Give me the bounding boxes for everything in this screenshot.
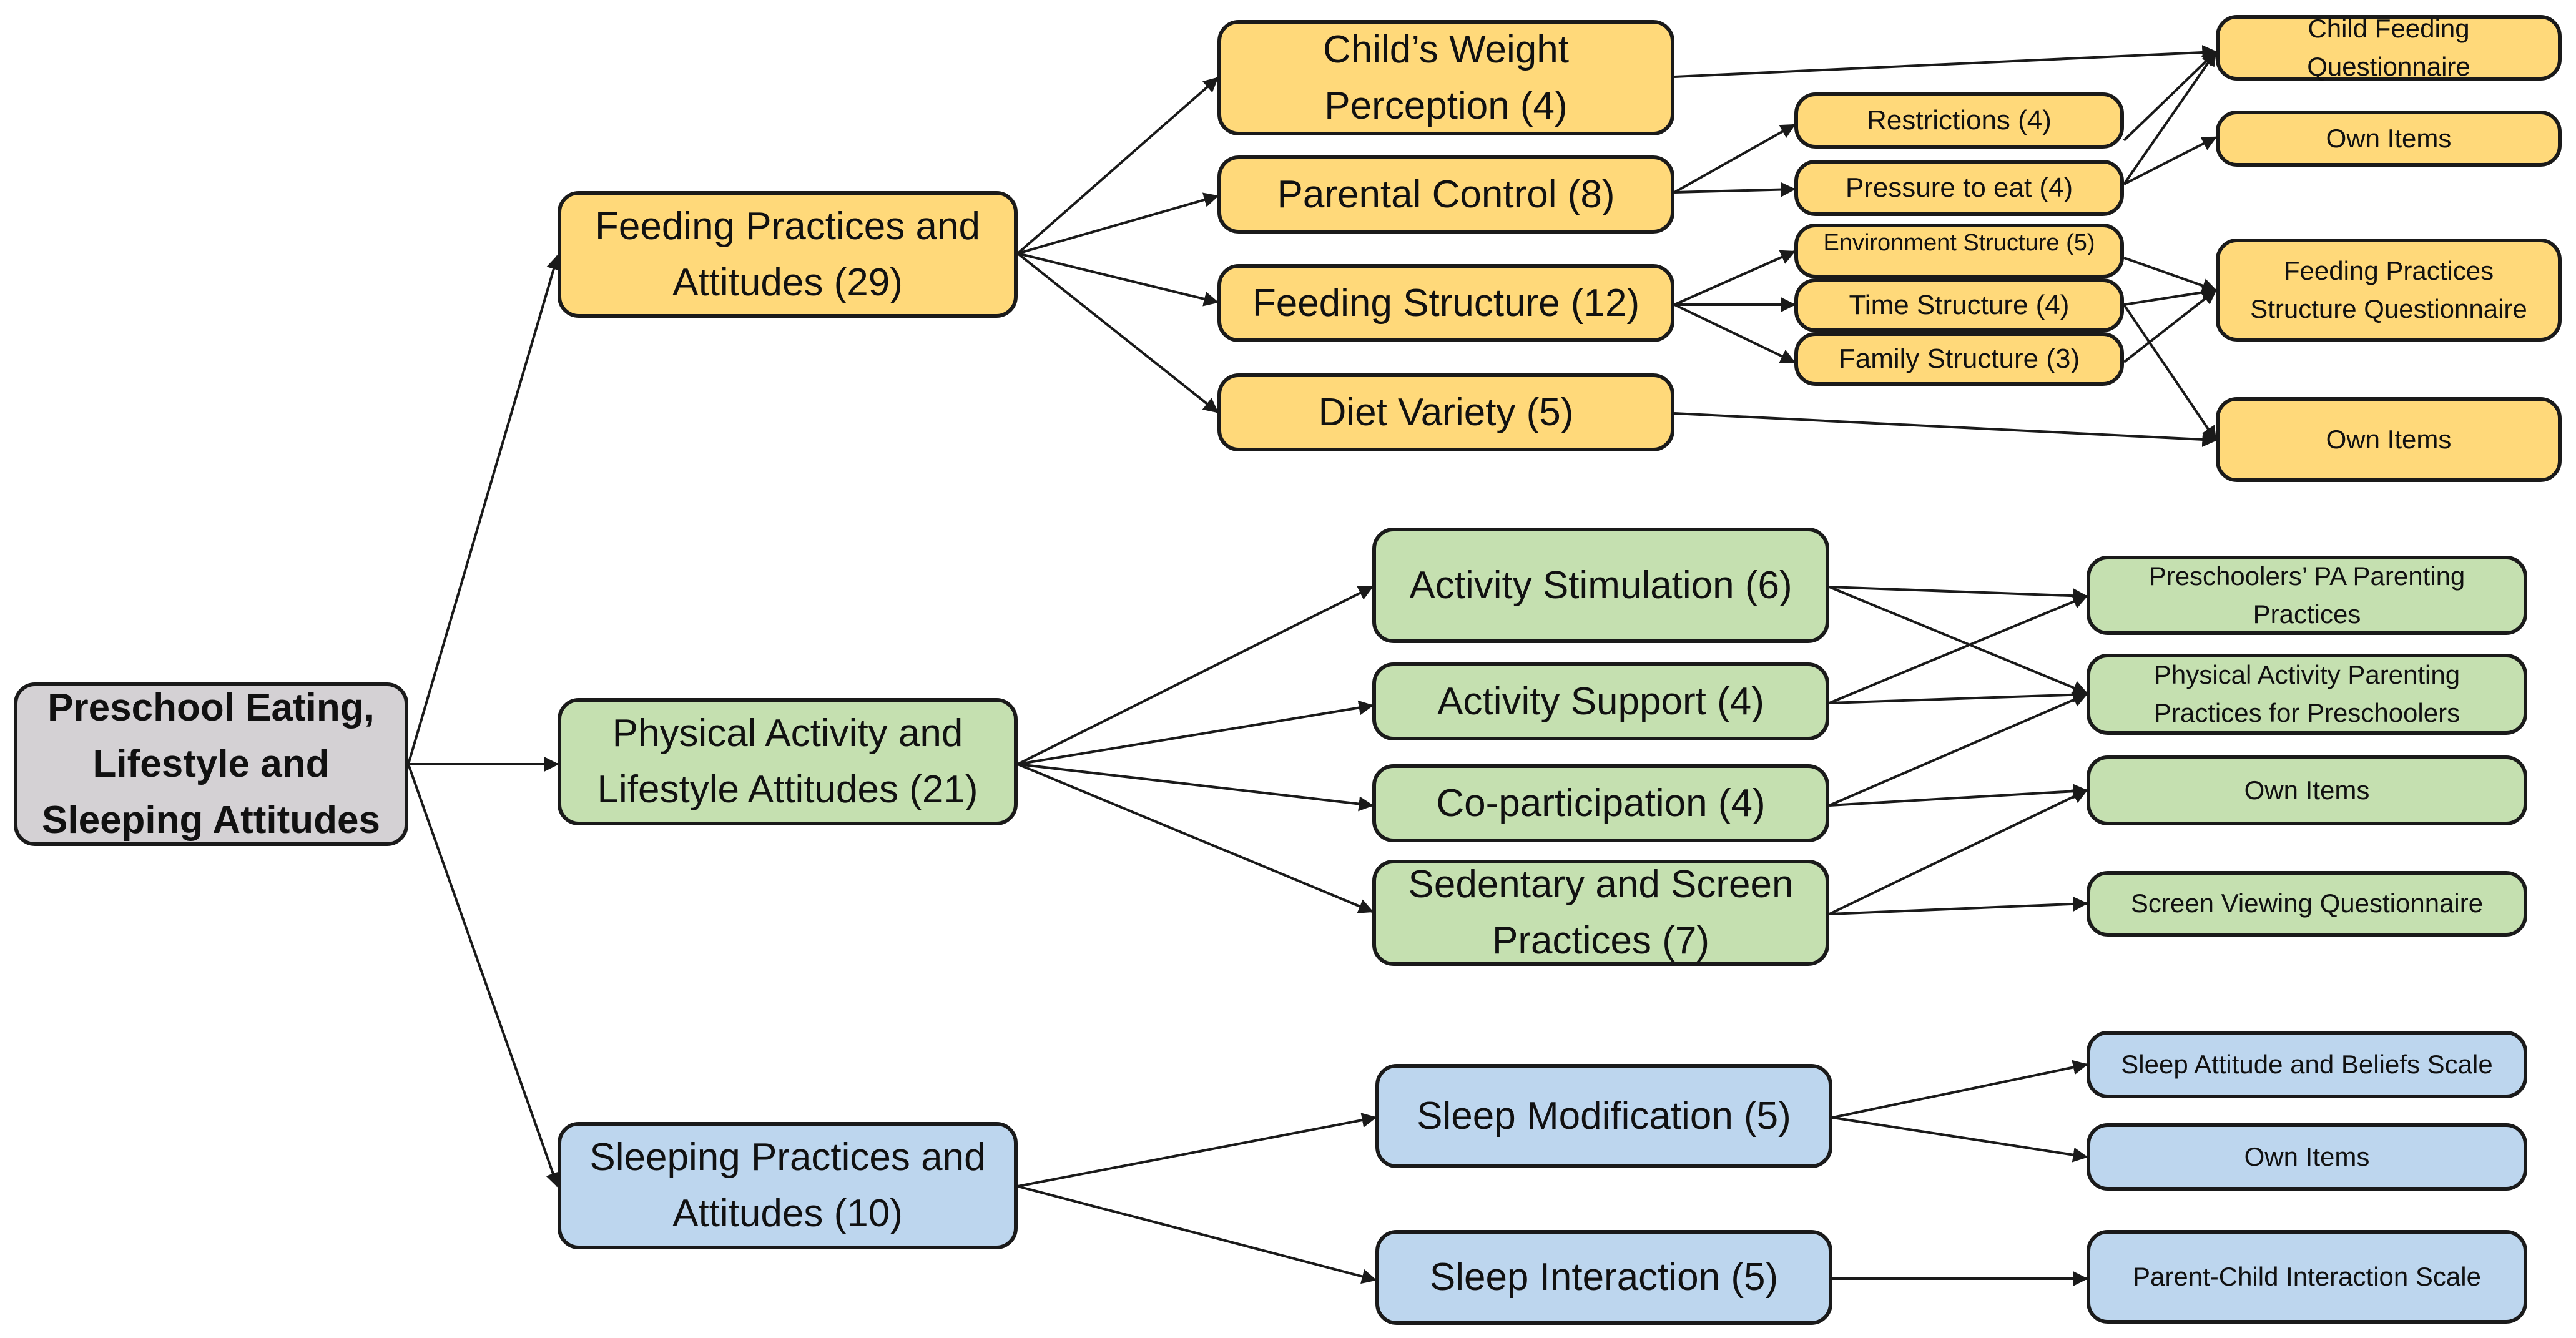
factor-sleep-interaction: Sleep Interaction (5) <box>1375 1230 1832 1325</box>
factor-feeding-structure: Feeding Structure (12) <box>1217 264 1674 342</box>
source-own-items-activity: Own Items <box>2087 755 2527 825</box>
connector-arrow <box>1016 252 1219 413</box>
factor-feeding-structure-label: Feeding Structure (12) <box>1252 281 1640 325</box>
connector-arrow <box>1017 763 1374 812</box>
source-sleep-attitude-beliefs-scale: Sleep Attitude and Beliefs Scale <box>2087 1031 2527 1098</box>
subfactor-pressure-to-eat-label: Pressure to eat (4) <box>1845 172 2073 204</box>
connector-arrow <box>1829 687 2088 704</box>
factor-sedentary-screen-label: Sedentary and Screen Practices (7) <box>1408 863 1794 962</box>
connector-arrow <box>1017 700 1374 765</box>
source-child-feeding-questionnaire: Child Feeding Questionnaire <box>2216 14 2562 81</box>
source-feeding-practices-structure-questionnaire-label: Feeding Practices Structure Questionnair… <box>2250 255 2527 323</box>
source-own-items-sleep: Own Items <box>2087 1123 2527 1191</box>
connector-arrow <box>2123 289 2217 363</box>
root-node: Preschool Eating, Lifestyle and Sleeping… <box>14 682 408 846</box>
factor-diet-variety-label: Diet Variety (5) <box>1318 390 1574 434</box>
connector-arrow <box>2123 51 2217 142</box>
connector-arrow <box>1674 182 1796 197</box>
domain-feeding: Feeding Practices and Attitudes (29) <box>558 191 1018 318</box>
root-label: Preschool Eating, Lifestyle and Sleeping… <box>42 686 380 842</box>
factor-activity-stimulation: Activity Stimulation (6) <box>1372 528 1829 643</box>
connector-arrow <box>1829 586 2088 695</box>
factor-activity-support: Activity Support (4) <box>1372 662 1829 740</box>
source-feeding-practices-structure-questionnaire: Feeding Practices Structure Questionnair… <box>2216 239 2562 342</box>
source-parent-child-interaction-scale-label: Parent-Child Interaction Scale <box>2133 1261 2481 1291</box>
connector-arrow <box>1017 586 1374 765</box>
connector-arrow <box>2123 257 2218 293</box>
source-parent-child-interaction-scale: Parent-Child Interaction Scale <box>2087 1230 2527 1324</box>
source-own-items-feeding-2-label: Own Items <box>2326 424 2452 454</box>
domain-sleeping: Sleeping Practices and Attitudes (10) <box>558 1122 1018 1249</box>
connector-arrow <box>1674 303 1796 363</box>
source-screen-viewing-questionnaire-label: Screen Viewing Questionnaire <box>2130 888 2484 918</box>
domain-feeding-label: Feeding Practices and Attitudes (29) <box>595 204 980 304</box>
source-own-items-feeding-1: Own Items <box>2216 111 2562 167</box>
factor-weight-perception-label: Child’s Weight Perception (4) <box>1322 27 1569 127</box>
factor-activity-stimulation-label: Activity Stimulation (6) <box>1409 563 1792 607</box>
domain-sleeping-label: Sleeping Practices and Attitudes (10) <box>589 1136 986 1235</box>
factor-parental-control: Parental Control (8) <box>1217 155 1674 234</box>
factor-co-participation-label: Co-participation (4) <box>1436 781 1766 825</box>
connector-arrow <box>1829 784 2088 807</box>
connector-arrow <box>1674 250 1796 306</box>
factor-activity-support-label: Activity Support (4) <box>1437 679 1764 723</box>
subfactor-family-structure-label: Family Structure (3) <box>1838 343 2080 375</box>
subfactor-environment-structure-label: Environment Structure (5) <box>1823 230 2095 256</box>
connector-arrow <box>1674 124 1796 194</box>
subfactor-restrictions: Restrictions (4) <box>1794 92 2124 149</box>
connector-arrow <box>1016 77 1219 255</box>
factor-sleep-modification: Sleep Modification (5) <box>1375 1064 1832 1168</box>
connector-arrow <box>2123 303 2217 441</box>
connector-arrow <box>1829 586 2088 604</box>
connector-arrow <box>2123 51 2217 185</box>
connector-arrow <box>1017 763 1374 913</box>
connector-arrow <box>1017 1185 1377 1284</box>
source-own-items-activity-label: Own Items <box>2244 775 2370 805</box>
factor-diet-variety: Diet Variety (5) <box>1217 373 1674 451</box>
factor-sleep-modification-label: Sleep Modification (5) <box>1417 1094 1791 1138</box>
source-pa-parenting-practices-preschoolers: Physical Activity Parenting Practices fo… <box>2087 654 2527 735</box>
connector-arrow <box>407 254 561 765</box>
connector-arrow <box>1017 1113 1377 1188</box>
domain-activity: Physical Activity and Lifestyle Attitude… <box>558 698 1018 825</box>
source-preschoolers-pa-parenting-label: Preschoolers’ PA Parenting Practices <box>2148 561 2465 629</box>
connector-arrow <box>1832 1116 2088 1163</box>
connector-arrow <box>1017 252 1219 307</box>
factor-parental-control-label: Parental Control (8) <box>1277 172 1615 216</box>
connector-arrow <box>1832 1060 2088 1119</box>
source-own-items-sleep-label: Own Items <box>2244 1141 2370 1171</box>
source-screen-viewing-questionnaire: Screen Viewing Questionnaire <box>2087 871 2527 937</box>
connector-arrow <box>1674 45 2218 78</box>
source-pa-parenting-practices-preschoolers-label: Physical Activity Parenting Practices fo… <box>2153 660 2460 727</box>
factor-sedentary-screen: Sedentary and Screen Practices (7) <box>1372 860 1829 966</box>
connector-arrow <box>1829 594 2088 704</box>
source-own-items-feeding-2: Own Items <box>2216 397 2562 482</box>
source-sleep-attitude-beliefs-scale-label: Sleep Attitude and Beliefs Scale <box>2121 1049 2493 1079</box>
connector-arrow <box>2123 285 2218 306</box>
connector-arrow <box>1017 192 1219 255</box>
connector-arrow <box>1829 692 2088 807</box>
subfactor-time-structure-label: Time Structure (4) <box>1849 290 2070 321</box>
connector-arrow <box>1829 789 2088 915</box>
source-child-feeding-questionnaire-label: Child Feeding Questionnaire <box>2307 13 2470 81</box>
connector-arrow <box>1829 896 2088 915</box>
factor-co-participation: Co-participation (4) <box>1372 764 1829 842</box>
subfactor-environment-structure: Environment Structure (5) <box>1794 224 2124 278</box>
factor-weight-perception: Child’s Weight Perception (4) <box>1217 20 1674 135</box>
source-own-items-feeding-1-label: Own Items <box>2326 123 2452 153</box>
domain-activity-label: Physical Activity and Lifestyle Attitude… <box>597 712 978 811</box>
subfactor-family-structure: Family Structure (3) <box>1794 332 2124 386</box>
connector-arrow <box>407 764 561 1188</box>
subfactor-time-structure: Time Structure (4) <box>1794 278 2124 332</box>
connector-arrow <box>2123 136 2218 185</box>
subfactor-restrictions-label: Restrictions (4) <box>1867 105 2052 136</box>
factor-sleep-interaction-label: Sleep Interaction (5) <box>1429 1256 1779 1299</box>
source-preschoolers-pa-parenting: Preschoolers’ PA Parenting Practices <box>2087 556 2527 635</box>
subfactor-pressure-to-eat: Pressure to eat (4) <box>1794 160 2124 216</box>
connector-arrow <box>1674 412 2218 447</box>
